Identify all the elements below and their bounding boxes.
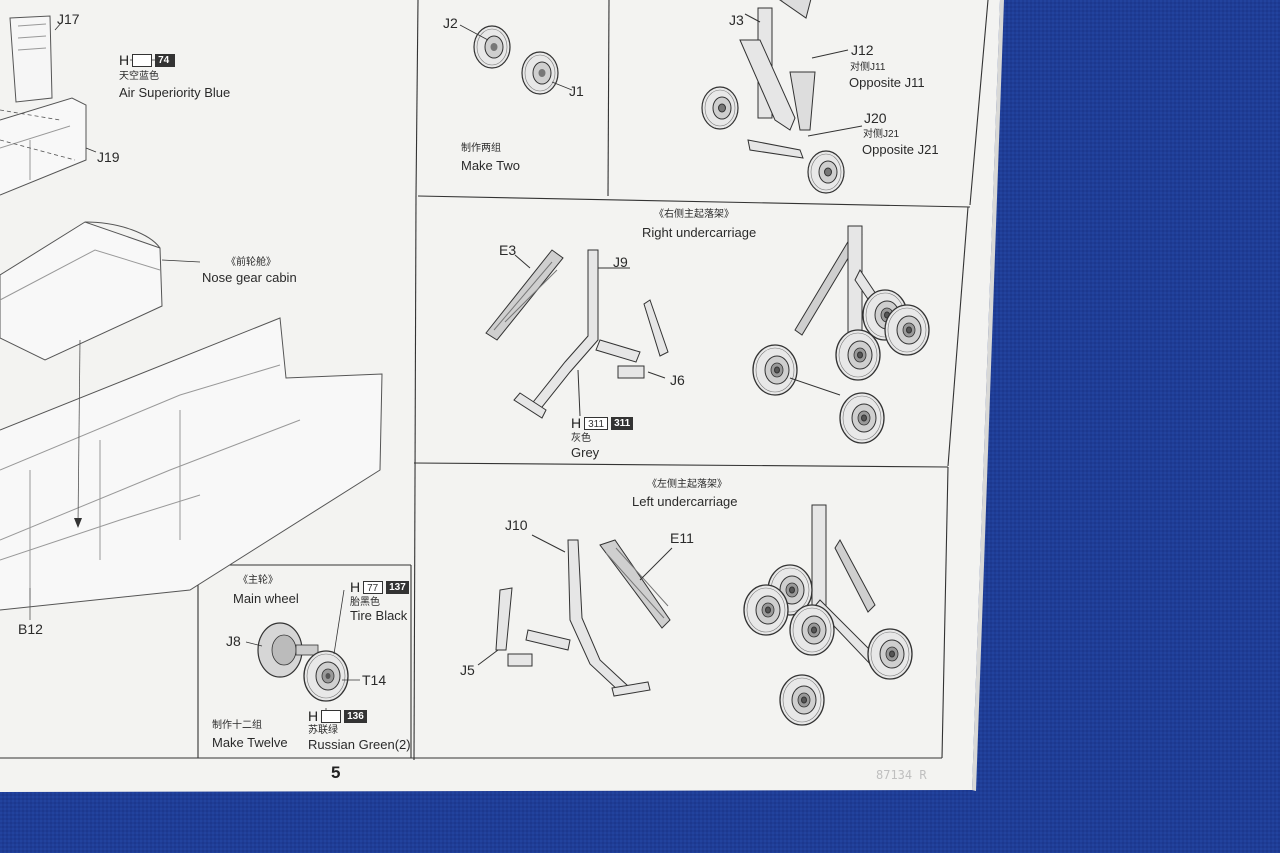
paint-name-cn: 天空蓝色: [119, 71, 159, 82]
paint-code-russian-green: H 136: [308, 709, 367, 723]
paint-name-en: Grey: [571, 445, 600, 460]
left-undercarriage-title-en: Left undercarriage: [632, 494, 738, 509]
make-two-note-en: Make Two: [461, 158, 521, 173]
make-two-note-cn: 制作两组: [461, 143, 501, 154]
paint-chip-white: [132, 53, 153, 67]
part-label-j2: J2: [443, 15, 458, 31]
paint-name-cn: 苏联绿: [308, 725, 338, 736]
paint-chip-dark: 311: [611, 416, 634, 430]
paint-chip-dark: 136: [344, 709, 367, 723]
paint-chip-white: 311: [584, 416, 609, 430]
j20-opposite-en: Opposite J21: [862, 142, 939, 157]
part-label-b12: B12: [18, 621, 43, 637]
part-label-j5: J5: [460, 662, 475, 678]
right-undercarriage-title-cn: 《右侧主起落架》: [654, 209, 734, 220]
paint-chip-dark: 137: [386, 580, 409, 594]
page-number: 5: [331, 763, 341, 782]
main-wheel-title-en: Main wheel: [233, 591, 299, 606]
main-wheel-title-cn: 《主轮》: [238, 575, 278, 586]
fuselage-drawing: [0, 15, 383, 611]
paint-code-grey: H 311 311: [571, 415, 634, 431]
paint-code-air-superiority-blue: H 74: [119, 52, 176, 68]
paint-name-en: Tire Black: [350, 608, 408, 623]
small-wheel-assembly: [459, 24, 573, 95]
part-label-j9: J9: [613, 254, 628, 270]
part-label-j17: J17: [57, 11, 80, 27]
make-twelve-note-cn: 制作十二组: [212, 720, 262, 731]
paint-letter: H: [350, 579, 361, 595]
faint-watermark: 87134 R: [876, 768, 927, 782]
nose-cabin-title-en: Nose gear cabin: [202, 270, 297, 285]
paint-letter: H: [571, 415, 582, 431]
part-label-t14: T14: [362, 672, 387, 688]
left-undercarriage-title-cn: 《左侧主起落架》: [647, 479, 727, 490]
paint-chip-dark: 74: [155, 53, 176, 67]
paint-name-en: Russian Green(2): [308, 737, 411, 752]
paint-name-cn: 灰色: [571, 433, 591, 444]
part-label-j19: J19: [97, 149, 120, 165]
paint-letter: H: [119, 52, 130, 68]
part-label-j8: J8: [226, 633, 241, 649]
j20-opposite-cn: 对侧J21: [863, 129, 900, 140]
nose-cabin-title-cn: 《前轮舱》: [226, 257, 276, 268]
right-undercarriage-leg-drawing: [485, 249, 669, 419]
right-undercarriage-title-en: Right undercarriage: [642, 225, 757, 240]
j12-opposite-cn: 对侧J11: [850, 62, 886, 73]
part-label-j10: J10: [505, 517, 528, 533]
part-label-j1: J1: [569, 83, 584, 99]
part-label-e3: E3: [499, 242, 517, 258]
part-label-j3: J3: [729, 12, 744, 28]
left-undercarriage-leg-drawing: [477, 534, 673, 697]
left-undercarriage-assembled: [743, 504, 913, 726]
part-label-j6: J6: [670, 372, 685, 388]
right-undercarriage-assembled: [752, 225, 930, 444]
paint-chip-white: 77: [363, 580, 384, 594]
paint-letter: H: [308, 708, 319, 724]
part-label-e11: E11: [670, 530, 694, 546]
part-label-j20: J20: [864, 110, 887, 126]
paint-name-cn: 胎黑色: [350, 597, 380, 608]
j12-opposite-en: Opposite J11: [849, 75, 925, 90]
paint-name-en: Air Superiority Blue: [119, 85, 231, 100]
part-label-j12: J12: [851, 42, 874, 58]
make-twelve-note-en: Make Twelve: [212, 735, 288, 750]
paint-chip-white: [321, 709, 342, 723]
paint-code-tire-black: H 77 137: [350, 580, 409, 594]
nose-gear-leg-drawing: [701, 0, 863, 194]
